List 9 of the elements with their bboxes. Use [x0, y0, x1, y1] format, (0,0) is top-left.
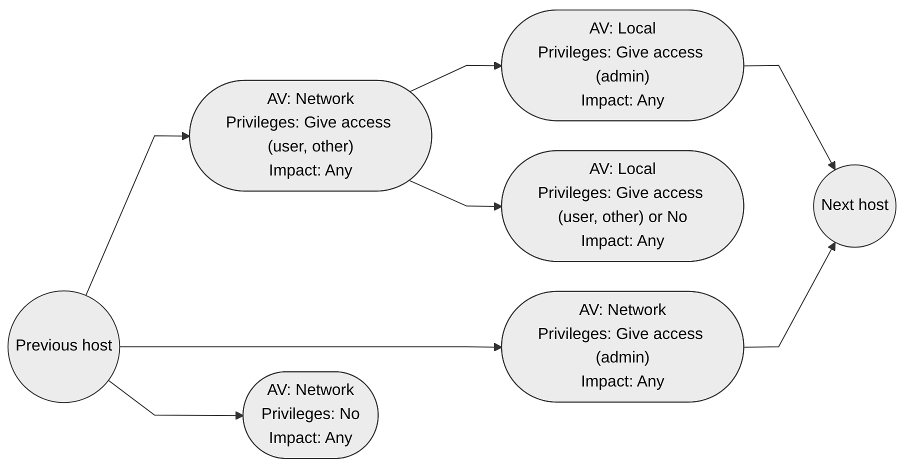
arrow: [409, 62, 502, 92]
arrow: [85, 132, 190, 296]
arrow: [119, 343, 502, 352]
node-circle: Previous host: [8, 290, 120, 404]
arrow: [744, 65, 836, 170]
node-circle: Next host: [813, 164, 896, 248]
arrow: [108, 380, 244, 420]
arrow: [409, 180, 502, 212]
arrow: [744, 242, 836, 348]
